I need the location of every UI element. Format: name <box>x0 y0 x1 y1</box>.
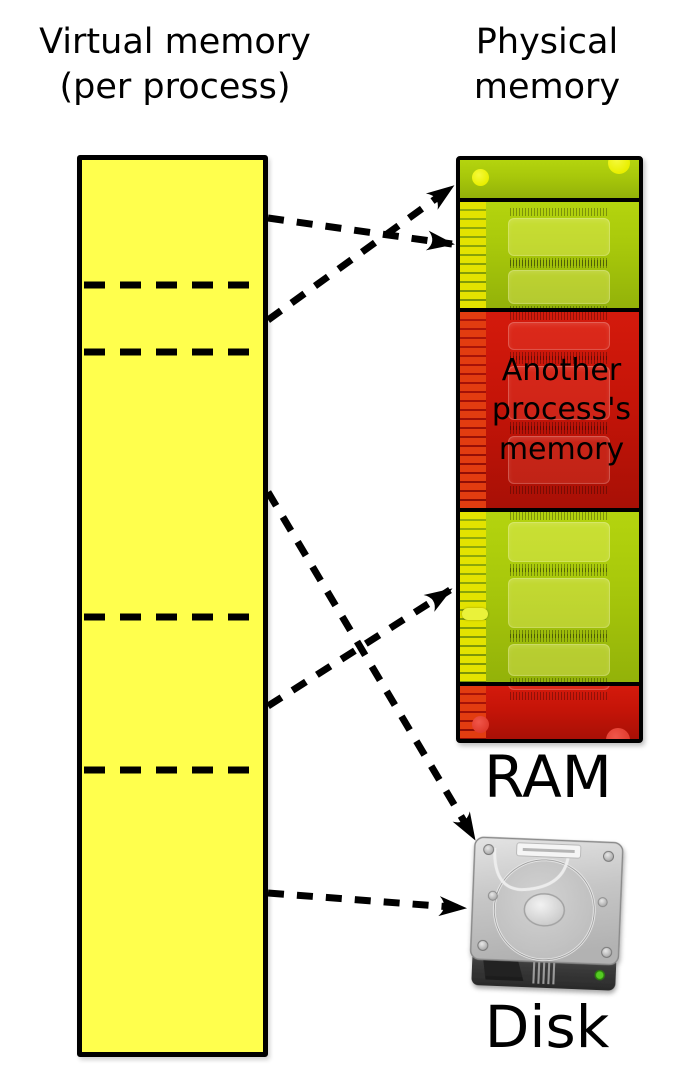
ram-edge-connector <box>460 312 486 508</box>
arrow-seg3-to-disk <box>264 490 478 841</box>
disk-icon <box>469 836 624 991</box>
ram-solder-dot <box>608 160 630 174</box>
ram-label: RAM <box>484 743 612 811</box>
ram-free-band <box>460 160 639 198</box>
ram-chip <box>508 208 610 266</box>
ram-solder-dot <box>472 169 489 186</box>
ram-module-icon: Another process's memory <box>456 156 643 743</box>
ram-chip <box>508 512 610 572</box>
ram-chip <box>508 260 610 308</box>
virtual-memory-title-line1: Virtual memory <box>39 22 311 62</box>
ram-other-process-segment: Another process's memory <box>460 312 639 508</box>
ram-edge-connector <box>460 202 486 308</box>
mapping-arrows <box>264 184 478 917</box>
ram-chip <box>508 634 610 682</box>
ram-chip <box>508 356 610 430</box>
disk-hub <box>523 893 566 927</box>
arrow-seg4-to-ram <box>266 587 453 709</box>
disk-screws <box>477 844 615 958</box>
other-process-label: Another process's memory <box>491 352 632 467</box>
arrow-seg2-to-ram <box>265 184 455 323</box>
physical-memory-title: Physical memory <box>430 20 664 110</box>
arrow-seg5-to-disk <box>267 889 467 917</box>
ram-chip-segment-lower <box>460 512 639 682</box>
disk-led <box>594 969 605 981</box>
ram-solder-dot <box>606 728 630 739</box>
virtual-memory-title: Virtual memory (per process) <box>10 20 340 110</box>
ram-chip-segment-upper <box>460 202 639 308</box>
ram-bottom-band <box>460 686 639 739</box>
virtual-memory-column <box>77 155 268 1057</box>
disk-head-arm-groove <box>493 847 571 892</box>
ram-chip <box>508 686 610 700</box>
ram-chip <box>508 568 610 638</box>
physical-memory-title-line2: memory <box>473 67 621 107</box>
ram-connector-notch <box>462 608 488 620</box>
ram-edge-connector <box>460 512 486 682</box>
ram-chip <box>508 312 610 360</box>
ram-chip <box>508 426 610 494</box>
disk-label: Disk <box>484 993 610 1061</box>
virtual-memory-title-line2: (per process) <box>59 67 291 107</box>
ram-solder-dot <box>472 716 489 733</box>
physical-memory-title-line1: Physical <box>475 22 619 62</box>
arrow-seg1-to-ram <box>267 214 455 251</box>
